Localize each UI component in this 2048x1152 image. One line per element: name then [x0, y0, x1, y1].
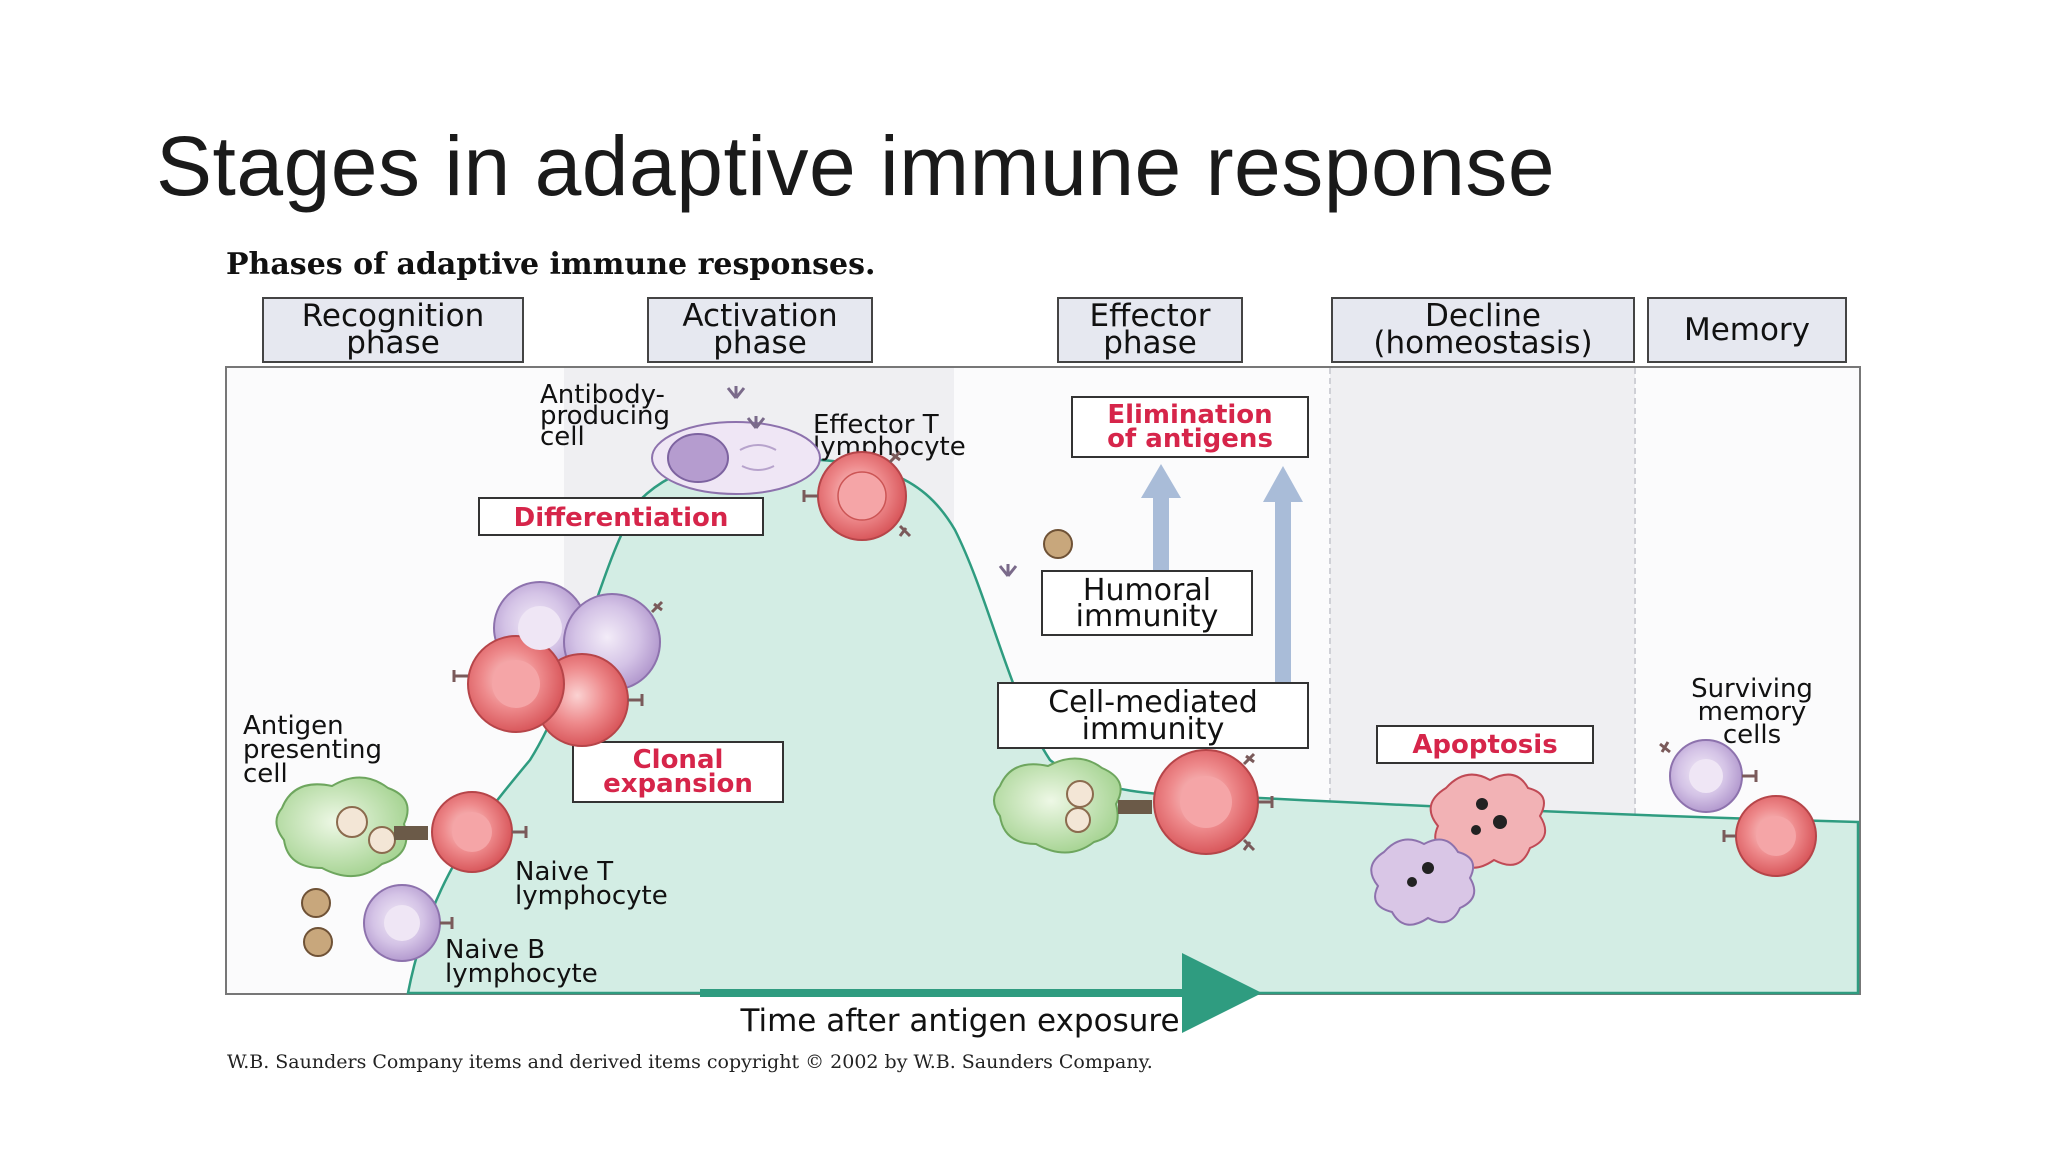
- cell-mediated-box: Cell-mediated immunity: [997, 682, 1309, 749]
- phase-recognition-line1: Recognition: [302, 298, 485, 334]
- antibody-cell-line1: Antibody-: [540, 380, 665, 410]
- antigen-presenting-label: Antigen presenting cell: [243, 711, 382, 789]
- naive-t-line2: lymphocyte: [515, 881, 668, 911]
- free-antibodies-icon: [726, 386, 1018, 577]
- phase-effector-line1: Effector: [1090, 298, 1211, 334]
- phase-memory-line1: Memory: [1684, 312, 1810, 348]
- effector-t-label: Effector T lymphocyte: [813, 410, 966, 462]
- surviving-line2: memory: [1698, 697, 1807, 727]
- antibody-producing-cell: [651, 421, 821, 495]
- humoral-line2: immunity: [1076, 599, 1219, 634]
- phase-activation: Activation phase: [647, 297, 873, 363]
- antibody-cell-line2: producing: [540, 401, 670, 431]
- antibody-cell-label: Antibody- producing cell: [540, 380, 670, 452]
- cell-mediated-line1: Cell-mediated: [1048, 685, 1258, 720]
- phase-activation-line1: Activation: [682, 298, 837, 334]
- elimination-line2: of antigens: [1107, 424, 1273, 454]
- antigen-presenting-cell: [275, 776, 428, 878]
- apoptotic-cells: [1370, 773, 1547, 926]
- phase-decline-line2: (homeostasis): [1373, 325, 1592, 361]
- naive-b-line2: lymphocyte: [445, 959, 598, 989]
- apc-line3: cell: [243, 759, 288, 789]
- naive-t-line1: Naive T: [515, 857, 613, 887]
- memory-cells: [1669, 739, 1817, 877]
- phase-recognition: Recognition phase: [262, 297, 524, 363]
- receptor-spikes: [440, 450, 1758, 929]
- copyright-text: W.B. Saunders Company items and derived …: [227, 1051, 1153, 1073]
- clonal-expansion-cells: [467, 581, 661, 747]
- phase-effector: Effector phase: [1057, 297, 1243, 363]
- effector-t-line2: lymphocyte: [813, 432, 966, 462]
- naive-b-cell: [363, 884, 441, 962]
- antibody-cell-line3: cell: [540, 422, 585, 452]
- phase-activation-line2: phase: [713, 325, 807, 361]
- figure-title: Phases of adaptive immune responses.: [226, 247, 875, 282]
- cell-mediated-line2: immunity: [1082, 712, 1225, 747]
- surviving-line3: cells: [1723, 720, 1781, 750]
- clonal-line2: expansion: [603, 769, 753, 799]
- surviving-line1: Surviving: [1691, 674, 1813, 704]
- clonal-expansion-box: Clonal expansion: [572, 741, 784, 803]
- naive-t-cell: [431, 791, 513, 873]
- infected-cell: [993, 757, 1152, 854]
- effector-t-cell: [817, 451, 907, 541]
- humoral-line1: Humoral: [1083, 573, 1211, 608]
- humoral-box: Humoral immunity: [1041, 570, 1253, 636]
- surviving-memory-label: Surviving memory cells: [1691, 674, 1813, 750]
- differentiation-box: Differentiation: [478, 497, 764, 536]
- phase-recognition-line2: phase: [346, 325, 440, 361]
- elimination-box: Elimination of antigens: [1071, 396, 1309, 458]
- antigen-particles-icon: [301, 529, 1073, 957]
- apc-line1: Antigen: [243, 711, 344, 741]
- elimination-line1: Elimination: [1107, 400, 1272, 430]
- naive-b-label: Naive B lymphocyte: [445, 935, 598, 989]
- upward-arrows: [1141, 464, 1303, 684]
- effector-t-cell-attacking: [1153, 749, 1259, 855]
- x-axis-label: Time after antigen exposure: [739, 1003, 1179, 1039]
- apc-line2: presenting: [243, 735, 382, 765]
- phase-memory: Memory: [1647, 297, 1847, 363]
- naive-t-label: Naive T lymphocyte: [515, 857, 668, 911]
- apoptosis-box: Apoptosis: [1376, 725, 1594, 764]
- apoptosis-label: Apoptosis: [1412, 730, 1557, 760]
- naive-b-line1: Naive B: [445, 935, 545, 965]
- phase-decline: Decline (homeostasis): [1331, 297, 1635, 363]
- slide-title: Stages in adaptive immune response: [156, 119, 1556, 213]
- clonal-line1: Clonal: [633, 745, 724, 775]
- phase-decline-line1: Decline: [1425, 298, 1541, 334]
- effector-t-line1: Effector T: [813, 410, 939, 440]
- differentiation-label: Differentiation: [514, 503, 729, 533]
- phase-effector-line2: phase: [1103, 325, 1197, 361]
